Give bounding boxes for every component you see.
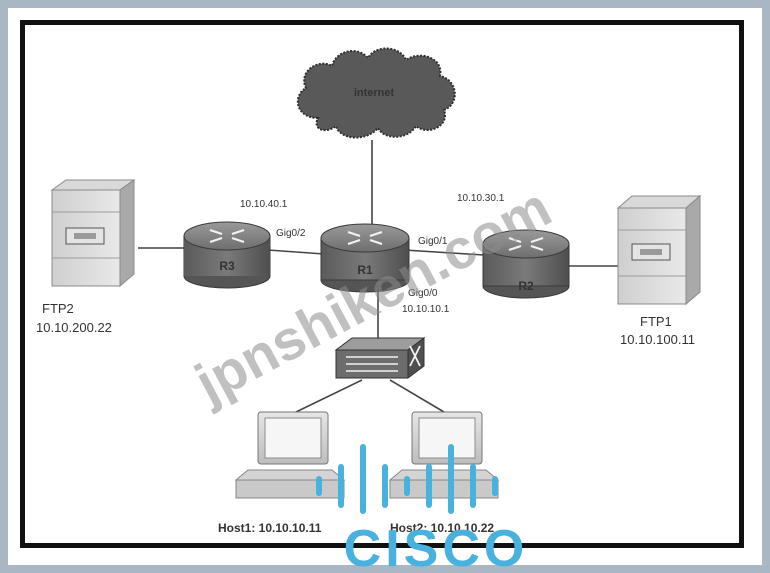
host2-pc-icon	[388, 411, 500, 499]
links	[138, 140, 618, 413]
cisco-logo-text: CISCO	[344, 520, 529, 573]
ftp2-server-icon	[50, 179, 136, 288]
r1-gig0-1-label: Gig0/1	[418, 236, 448, 247]
r2-link-ip: 10.10.30.1	[457, 193, 505, 204]
router-r3-label: R3	[219, 259, 235, 273]
host2-label: Host2: 10.10.10.22	[390, 521, 494, 535]
r1-gig0-2-label: Gig0/2	[276, 228, 306, 239]
r1-gig0-0-ip: 10.10.10.1	[402, 304, 450, 315]
link-r3-r1	[267, 249, 325, 255]
ftp1-name: FTP1	[640, 314, 672, 329]
router-r2-label: R2	[518, 279, 534, 293]
host1-pc-icon	[234, 411, 346, 499]
r1-gig0-0-label: Gig0/0	[408, 288, 438, 299]
cisco-logo-icon: CISCO	[316, 444, 529, 573]
router-r1-label: R1	[357, 263, 373, 277]
host1-label: Host1: 10.10.10.11	[218, 521, 322, 535]
router-r1-icon: R1	[320, 223, 410, 293]
router-r3-icon: R3	[183, 221, 271, 289]
link-switch-host1	[295, 379, 363, 413]
ftp1-server-icon	[616, 194, 702, 306]
ftp2-name: FTP2	[42, 301, 74, 316]
r3-link-ip: 10.10.40.1	[240, 199, 288, 210]
link-switch-host2	[389, 379, 445, 413]
ftp2-ip: 10.10.200.22	[36, 320, 112, 335]
ftp1-ip: 10.10.100.11	[620, 332, 695, 347]
link-r1-r2	[403, 249, 485, 256]
switch-icon	[334, 337, 426, 379]
internet-label: internet	[354, 87, 395, 99]
internet-cloud-icon: internet	[296, 47, 456, 139]
router-r2-icon: R2	[482, 229, 570, 299]
